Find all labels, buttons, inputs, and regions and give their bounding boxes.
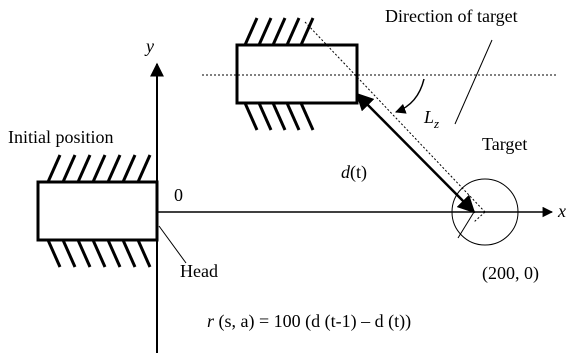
angle-symbol: L	[423, 107, 434, 127]
direction-label-leader	[454, 39, 493, 125]
initial-robot-top-legs	[46, 154, 152, 183]
y-axis-label: y	[144, 36, 154, 56]
moving-robot	[235, 17, 359, 131]
angle-label: Lz	[423, 107, 439, 131]
distance-vector	[355, 92, 476, 214]
distance-label: d(t)	[341, 162, 367, 183]
head-leader	[158, 225, 187, 264]
target-label: Target	[482, 134, 527, 154]
reward-formula: r (s, a) = 100 (d (t-1) – d (t))	[207, 311, 411, 332]
initial-robot-bottom-legs	[46, 239, 152, 268]
initial-robot	[36, 154, 159, 268]
moving-robot-top-legs	[243, 17, 315, 46]
initial-position-label: Initial position	[8, 127, 114, 147]
head-label: Head	[180, 261, 218, 281]
distance-symbol: d	[341, 162, 351, 182]
reward-formula-r: r	[207, 311, 215, 331]
angle-arc	[395, 78, 425, 114]
target-coordinates-label: (200, 0)	[482, 263, 539, 284]
reward-formula-args: (s, a) = 100 (d (t-1) – d (t))	[214, 311, 411, 332]
x-axis-label: x	[557, 201, 566, 221]
origin-label: 0	[174, 185, 183, 205]
distance-argument: (t)	[350, 162, 367, 183]
moving-robot-bottom-legs	[243, 102, 315, 131]
angle-subscript: z	[433, 116, 439, 131]
initial-robot-body	[36, 180, 159, 242]
target-tick-2	[473, 211, 486, 223]
moving-robot-body	[235, 43, 359, 105]
target-circle	[451, 178, 519, 246]
direction-of-target-label: Direction of target	[385, 6, 518, 26]
